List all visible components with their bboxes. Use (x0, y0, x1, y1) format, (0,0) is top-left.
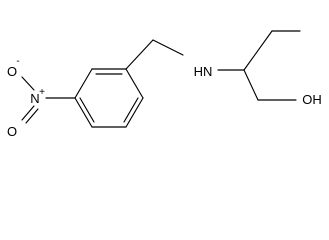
nitro-group: O - N + O (7, 56, 76, 139)
bond-methylene-nitrogen (152, 39, 184, 56)
ring-bond-bottom-left (74, 97, 93, 128)
ring-bond-top-right (125, 68, 144, 99)
ring-double-bond-bottom-right (123, 97, 139, 123)
structure-diagram: O - N + O HN OH (7, 30, 322, 139)
charge-positive: + (39, 87, 45, 98)
bond-ring-methylene (125, 39, 154, 70)
bond-methine-hydroxymethyl (243, 69, 259, 101)
ring-double-bond-bottom-left (79, 97, 95, 123)
bond-nitrogen-oxygen-bottom-1 (21, 105, 35, 121)
atom-amine: HN (194, 64, 213, 79)
side-chain: HN OH (125, 30, 322, 107)
ring-bond-bottom-right (125, 97, 144, 128)
charge-negative: - (16, 56, 19, 67)
bond-methine-ethyl (243, 30, 273, 71)
bond-nitrogen-oxygen-bottom-2 (25, 108, 39, 124)
bond-nitrogen-oxygen-top (21, 76, 35, 91)
benzene-ring (74, 68, 144, 128)
ring-bond-top-left (74, 68, 93, 99)
atom-nitrogen: N (30, 91, 39, 106)
atom-hydroxyl: OH (302, 92, 322, 107)
atom-oxygen-top: O (7, 64, 17, 79)
atom-oxygen-bottom: O (7, 124, 17, 139)
